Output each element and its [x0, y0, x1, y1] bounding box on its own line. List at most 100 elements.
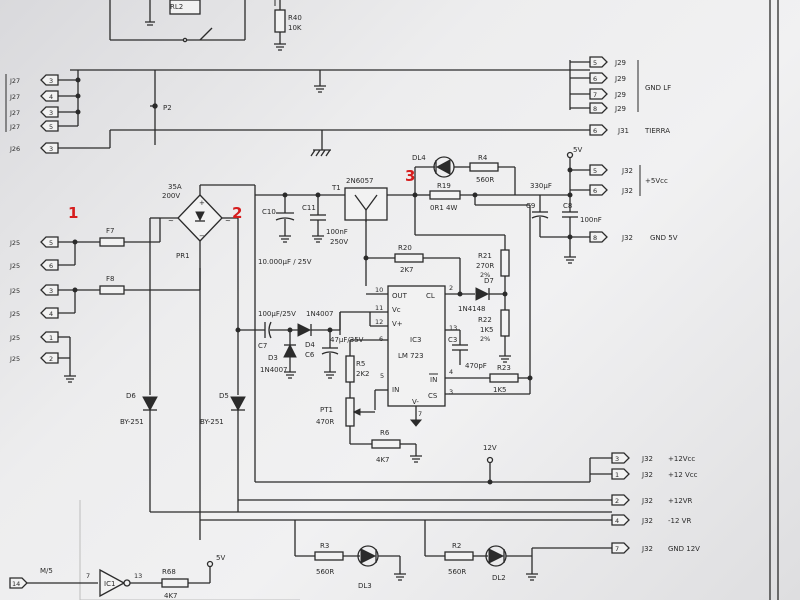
svg-text:330μF: 330μF: [530, 182, 552, 190]
svg-text:200V: 200V: [162, 192, 180, 200]
svg-text:560R: 560R: [448, 568, 466, 576]
feedback-network: R21 270R 2% R22 1K5 2% R20 2K7 D7 1N4148…: [363, 195, 533, 394]
svg-text:1N4007: 1N4007: [306, 310, 334, 318]
annotation-2: 2: [232, 204, 242, 222]
svg-text:M/5: M/5: [40, 567, 53, 575]
svg-text:C8: C8: [563, 202, 572, 210]
relay-label: RL2: [170, 3, 183, 11]
svg-text:J25: J25: [9, 310, 20, 318]
svg-text:J27: J27: [9, 123, 20, 131]
capacitor-c11: C11 100nF 250V: [302, 195, 348, 246]
svg-text:IN: IN: [392, 386, 399, 394]
svg-text:C6: C6: [305, 351, 315, 359]
svg-text:R19: R19: [437, 182, 451, 190]
svg-text:100μF/25V: 100μF/25V: [258, 310, 296, 318]
svg-text:7: 7: [615, 545, 619, 553]
svg-text:+12VR: +12VR: [668, 497, 693, 505]
svg-text:8: 8: [593, 234, 597, 242]
svg-text:3: 3: [449, 388, 453, 396]
svg-text:J32: J32: [641, 455, 653, 463]
svg-text:OUT: OUT: [392, 292, 408, 300]
svg-text:5V: 5V: [216, 554, 225, 562]
svg-text:D7: D7: [484, 277, 494, 285]
svg-text:3: 3: [49, 145, 53, 153]
svg-text:35A: 35A: [168, 183, 182, 191]
svg-text:5V: 5V: [573, 146, 582, 154]
svg-text:470pF: 470pF: [465, 362, 487, 370]
svg-text:C3: C3: [448, 336, 457, 344]
svg-text:4K7: 4K7: [376, 456, 390, 464]
svg-text:6: 6: [379, 335, 383, 343]
svg-text:1K5: 1K5: [480, 326, 494, 334]
svg-text:2: 2: [615, 497, 619, 505]
svg-text:IC3: IC3: [410, 336, 421, 344]
svg-text:12V: 12V: [483, 444, 497, 452]
svg-text:~: ~: [225, 217, 231, 225]
svg-text:270R: 270R: [476, 262, 494, 270]
svg-text:J25: J25: [9, 334, 20, 342]
svg-text:2: 2: [49, 355, 53, 363]
svg-text:C7: C7: [258, 342, 267, 350]
svg-text:6: 6: [593, 75, 597, 83]
svg-text:J26: J26: [9, 145, 20, 153]
svg-text:4: 4: [615, 517, 619, 525]
svg-text:2%: 2%: [480, 335, 490, 343]
j26-pin: 3 J26: [9, 142, 59, 154]
svg-text:5: 5: [593, 167, 597, 175]
regulator-ic3: OUT CL Vc V+ IC3 LM 723 IN IN CS V- 10 1…: [339, 284, 531, 427]
svg-text:3: 3: [49, 287, 53, 295]
svg-text:D6: D6: [126, 392, 136, 400]
svg-text:7: 7: [418, 410, 422, 418]
svg-text:J25: J25: [9, 355, 20, 363]
svg-text:4: 4: [49, 93, 53, 101]
svg-text:1N4007: 1N4007: [260, 366, 288, 374]
svg-text:D3: D3: [268, 354, 278, 362]
svg-text:Vc: Vc: [392, 306, 401, 314]
svg-text:J31: J31: [617, 127, 629, 135]
svg-text:J29: J29: [614, 91, 626, 99]
svg-text:DL4: DL4: [412, 154, 426, 162]
fuse-f7: [99, 237, 125, 247]
svg-text:-12 VR: -12 VR: [668, 517, 691, 525]
svg-text:100nF: 100nF: [580, 216, 602, 224]
svg-text:GND 5V: GND 5V: [650, 234, 678, 242]
svg-text:7: 7: [593, 91, 597, 99]
plus5vcc-label: +5Vcc: [645, 177, 668, 185]
svg-text:3: 3: [49, 77, 53, 85]
svg-text:R68: R68: [162, 568, 176, 576]
svg-text:BY-251: BY-251: [200, 418, 224, 426]
svg-text:R20: R20: [398, 244, 412, 252]
svg-text:3: 3: [615, 455, 619, 463]
svg-text:4: 4: [49, 310, 53, 318]
svg-text:250V: 250V: [330, 238, 348, 246]
transistor-t1: 2N6057 T1: [331, 177, 415, 286]
svg-text:4: 4: [449, 368, 453, 376]
tierra-label: TIERRA: [644, 127, 670, 135]
svg-text:J32: J32: [621, 234, 633, 242]
svg-text:2N6057: 2N6057: [346, 177, 374, 185]
svg-text:12: 12: [375, 318, 383, 326]
svg-text:2: 2: [449, 284, 453, 292]
svg-text:IC1: IC1: [104, 580, 115, 588]
svg-text:R22: R22: [478, 316, 492, 324]
top-relay-area: RL2 R40 10K: [109, 0, 302, 51]
diode-d5: D5 BY-251: [200, 392, 246, 512]
svg-text:−: −: [199, 232, 205, 240]
svg-text:J32: J32: [621, 187, 633, 195]
svg-text:2K7: 2K7: [400, 266, 414, 274]
svg-text:J29: J29: [614, 75, 626, 83]
svg-text:1N4148: 1N4148: [458, 305, 486, 313]
